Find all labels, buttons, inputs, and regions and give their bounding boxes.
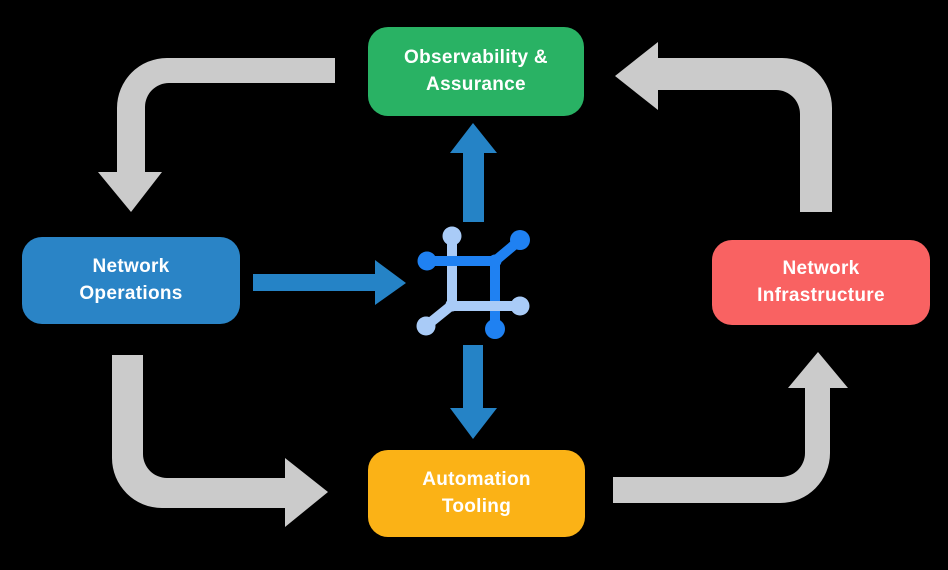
- arrow-center-to-observability: [450, 123, 497, 222]
- arrow-operations-to-center: [253, 260, 406, 305]
- node-automation-tooling: Automation Tooling: [368, 450, 585, 537]
- mesh-light-corner-joint: [445, 298, 459, 312]
- node-network-operations: Network Operations: [22, 237, 240, 324]
- node-operations-label: Network Operations: [79, 256, 183, 304]
- mesh-dark-corner-joint: [488, 254, 502, 268]
- node-observability-assurance: Observability & Assurance: [368, 27, 584, 116]
- arrow-operations-to-automation: [112, 355, 328, 527]
- network-mesh-icon: [416, 226, 530, 339]
- arrow-observability-to-operations: [98, 58, 335, 212]
- arrow-infrastructure-to-observability: [615, 42, 832, 212]
- node-automation-label: Automation Tooling: [422, 469, 531, 517]
- node-infrastructure-label: Network Infrastructure: [757, 258, 885, 306]
- mesh-light-right-node: [510, 296, 530, 316]
- arrow-automation-to-infrastructure: [613, 352, 848, 503]
- arrow-center-to-automation: [450, 345, 497, 439]
- mesh-dark-left-node: [417, 251, 437, 271]
- node-observability-label: Observability & Assurance: [404, 47, 548, 95]
- mesh-dark-bottom-node: [485, 319, 505, 339]
- mesh-light-top-node: [442, 226, 462, 246]
- mesh-light-bottomleft-node: [416, 316, 436, 336]
- mesh-dark-topright-node: [510, 230, 530, 250]
- node-network-infrastructure: Network Infrastructure: [712, 240, 930, 325]
